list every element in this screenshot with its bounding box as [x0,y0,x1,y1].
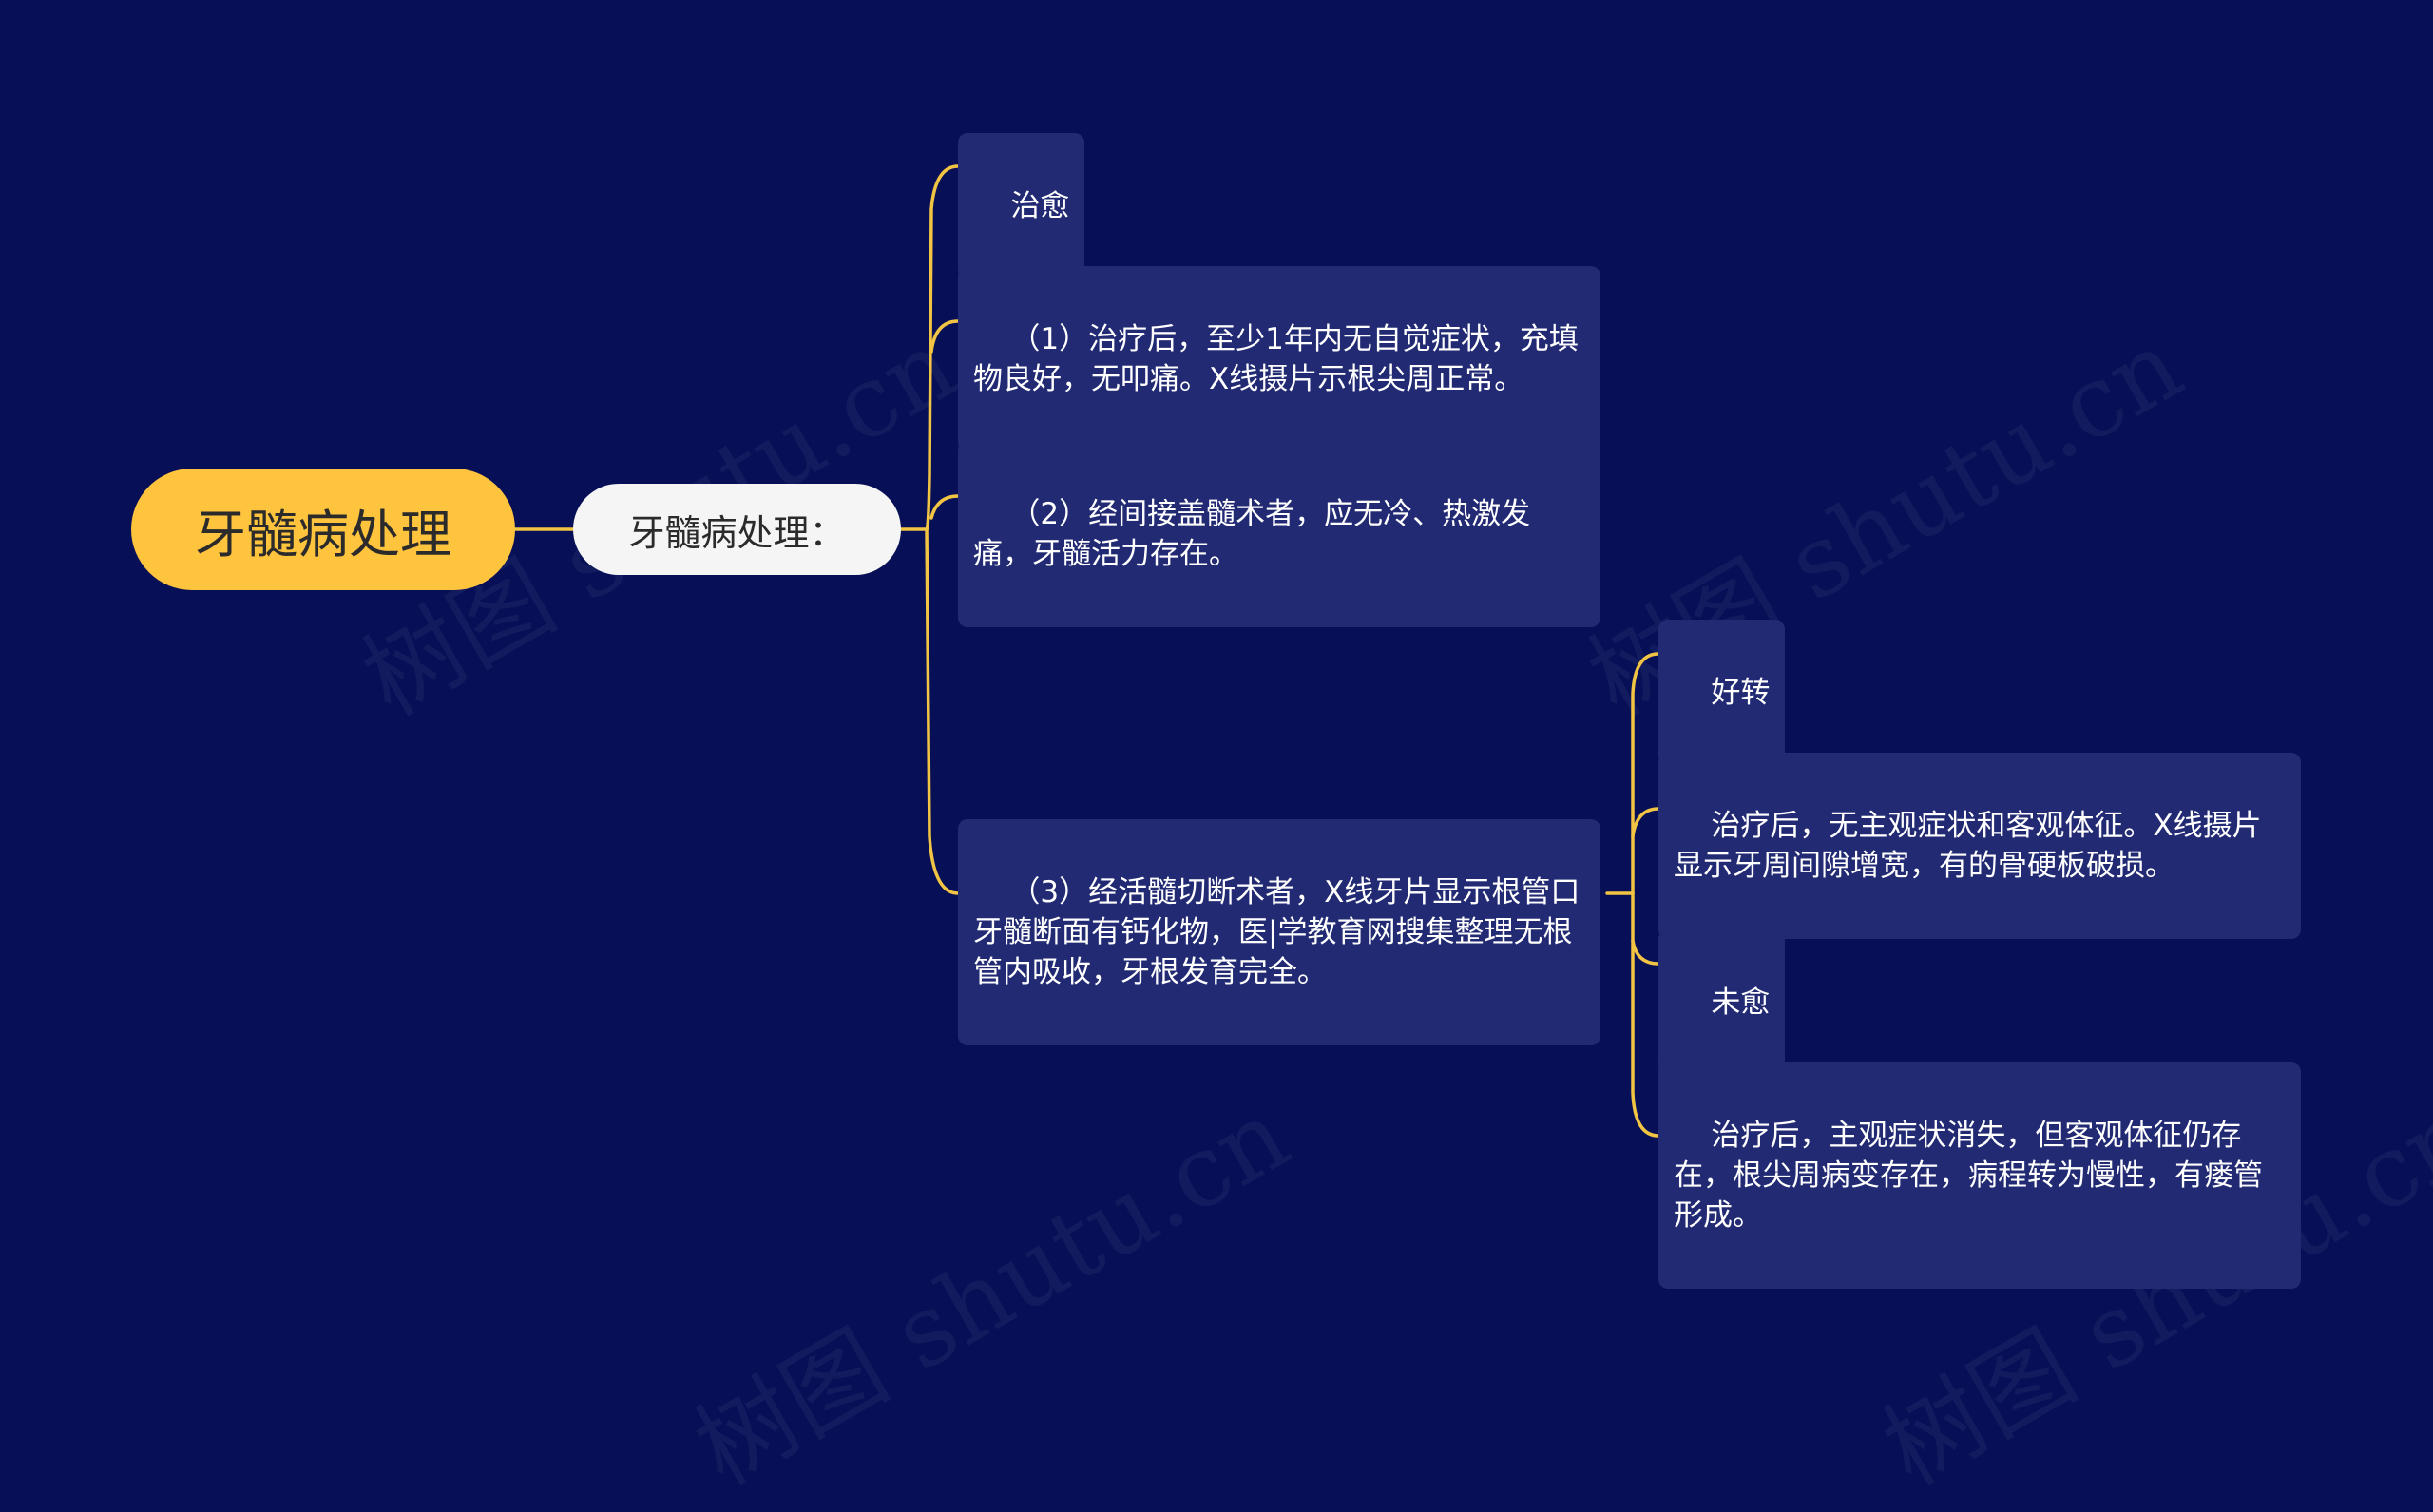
node-label: 治愈 [1010,189,1070,223]
connector-uncured-text [1631,891,1660,1138]
node-item3[interactable]: （3）经活髓切断术者，X线牙片显示根管口牙髓断面有钙化物，医|学教育网搜集整理无… [958,819,1600,1045]
node-item2[interactable]: （2）经间接盖髓术者，应无冷、热激发痛，牙髓活力存在。 [958,441,1600,627]
subtopic-node[interactable]: 牙髓病处理： [573,484,901,575]
watermark: 树图 shutu.cn [677,1077,1308,1508]
node-label: 未愈 [1711,986,1771,1020]
node-item1[interactable]: （1）治疗后，至少1年内无自觉症状，充填物良好，无叩痛。X线摄片示根尖周正常。 [958,266,1600,452]
node-label: （3）经活髓切断术者，X线牙片显示根管口牙髓断面有钙化物，医|学教育网搜集整理无… [973,875,1580,989]
node-improved-text[interactable]: 治疗后，无主观症状和客观体征。X线摄片显示牙周间隙增宽，有的骨硬板破损。 [1658,753,2301,939]
mindmap-canvas: 树图 shutu.cn 树图 shutu.cn 树图 shutu.cn 树图 s… [131,133,2433,1508]
node-label: 好转 [1711,676,1771,710]
node-label: （1）治疗后，至少1年内无自觉症状，充填物良好，无叩痛。X线摄片示根尖周正常。 [973,322,1579,396]
node-label: 治疗后，主观症状消失，但客观体征仍存在，根尖周病变存在，病程转为慢性，有瘘管形成… [1674,1119,2263,1233]
connector-uncured [1631,939,1660,966]
connector-improved-text [1631,807,1660,838]
connector-item2 [929,494,960,520]
node-uncured-text[interactable]: 治疗后，主观症状消失，但客观体征仍存在，根尖周病变存在，病程转为慢性，有瘘管形成… [1658,1062,2301,1289]
node-uncured[interactable]: 未愈 [1658,929,1786,1076]
subtopic-label: 牙髓病处理： [628,511,846,554]
connector-item3 [925,527,960,895]
node-cured[interactable]: 治愈 [958,133,1085,279]
node-label: 治疗后，无主观症状和客观体征。X线摄片显示牙周间隙增宽，有的骨硬板破损。 [1674,809,2262,883]
node-improved[interactable]: 好转 [1658,620,1786,766]
watermark: 树图 shutu.cn [1570,307,2201,738]
root-label: 牙髓病处理 [195,504,451,565]
node-label: （2）经间接盖髓术者，应无冷、热激发痛，牙髓活力存在。 [973,497,1531,571]
root-node[interactable]: 牙髓病处理 [131,469,515,590]
